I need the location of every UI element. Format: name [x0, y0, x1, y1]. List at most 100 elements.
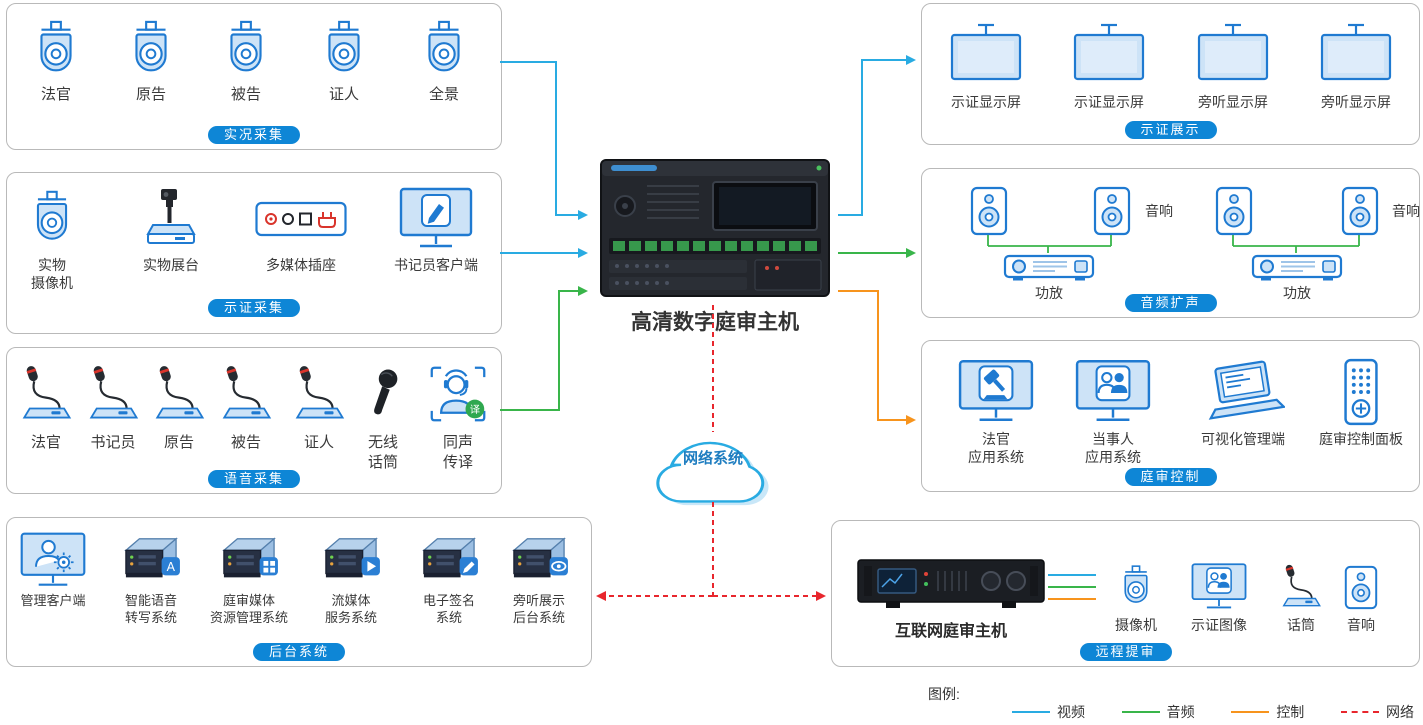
item-label: 示证图像 — [1191, 617, 1247, 633]
panel-remote-trial: 互联网庭审主机 摄像机 示证图像 话筒 音响 远程提审 — [831, 520, 1420, 667]
item-label: 庭审媒体 资源管理系统 — [209, 593, 288, 625]
speaker-icon — [1215, 186, 1253, 236]
legend-label: 控制 — [1276, 704, 1305, 720]
main-host-label: 高清数字庭审主机 — [631, 311, 799, 334]
item-remote-speaker: 音响 — [1326, 561, 1396, 634]
main-host-device — [595, 156, 835, 304]
panel-trial-control: 法官 应用系统 当事人 应用系统 可视化管理端 庭审控制面板 庭审控制 — [921, 340, 1420, 492]
legend-item-video: 视频 — [1012, 702, 1085, 722]
item-label: 无线 话筒 — [367, 434, 398, 471]
item-label: 实物展台 — [143, 257, 199, 273]
legend-label: 网络 — [1385, 704, 1414, 720]
item-mic-witness: 证人 — [289, 358, 349, 453]
item-label: 话筒 — [1287, 617, 1315, 633]
item-camera-defendant: 被告 — [214, 18, 278, 105]
interpreter-icon — [428, 364, 488, 424]
item-mic-plaintiff: 原告 — [149, 358, 209, 453]
panel-badge: 后台系统 — [252, 643, 346, 661]
media-socket-icon — [255, 199, 347, 239]
legend-label: 视频 — [1057, 704, 1085, 720]
legend-item-control: 控制 — [1231, 702, 1304, 722]
amplifier-label: 功放 — [1283, 285, 1311, 301]
panel-badge: 示证展示 — [1124, 121, 1217, 139]
legend-item-audio: 音频 — [1121, 702, 1195, 722]
panel-audio-amplification: 音响 功放 音响 功放 音频扩声 — [921, 168, 1420, 318]
panel-evidence-capture: 实物 摄像机 实物展台 多媒体插座 书记员客户端 示证采集 — [6, 172, 502, 334]
item-camera-judge: 法官 — [24, 18, 88, 105]
item-remote-mic: 话筒 — [1266, 561, 1336, 634]
legend-item-network: 网络 — [1340, 702, 1414, 722]
item-object-camera: 实物 摄像机 — [17, 185, 87, 292]
tv-screen-icon — [948, 23, 1024, 85]
item-label: 示证显示屏 — [1074, 94, 1144, 110]
dome-camera-icon — [215, 18, 277, 82]
item-label: 旁听显示屏 — [1198, 94, 1268, 110]
laptop-icon — [1201, 360, 1285, 424]
video-line-sample — [1012, 711, 1050, 713]
audience-server-icon — [508, 533, 570, 587]
gooseneck-mic-icon — [290, 362, 348, 426]
admin-monitor-icon — [19, 531, 87, 590]
item-label: 音响 — [1347, 617, 1375, 633]
legend: 视频 音频 控制 网络 — [1012, 702, 1414, 722]
dome-camera-icon — [413, 18, 475, 82]
speaker-label: 音响 — [1392, 203, 1420, 219]
item-label: 全景 — [428, 86, 459, 103]
panel-voice-capture: 法官 书记员 原告 被告 证人 无线 话筒 同声 传译 语音采集 — [6, 347, 502, 494]
people-monitor-icon — [1074, 358, 1152, 426]
control-panel-icon — [1338, 357, 1384, 427]
item-interpreter: 同声 传译 — [426, 358, 490, 472]
item-audience-screen-2: 旁听显示屏 — [1311, 18, 1401, 111]
rack-server-icon — [856, 557, 1046, 611]
panel-badge: 语音采集 — [207, 470, 301, 488]
handheld-mic-icon — [356, 363, 410, 425]
item-label: 当事人 应用系统 — [1085, 431, 1141, 466]
gooseneck-mic-icon — [17, 362, 75, 426]
item-media-mgmt-server: 庭审媒体 资源管理系统 — [201, 530, 297, 627]
item-label: 电子签名 系统 — [422, 593, 475, 625]
item-streaming-server: 流媒体 服务系统 — [303, 530, 399, 627]
host-server-icon — [600, 159, 830, 297]
item-mic-clerk: 书记员 — [83, 358, 143, 453]
item-doc-presenter: 实物展台 — [126, 185, 216, 274]
item-audience-server: 旁听展示 后台系统 — [491, 530, 587, 627]
item-esign-server: 电子签名 系统 — [401, 530, 497, 627]
item-label: 书记员 — [90, 434, 136, 451]
item-label: 书记员客户端 — [394, 257, 478, 273]
item-label: 被告 — [230, 86, 261, 103]
gooseneck-mic-icon — [1278, 562, 1324, 612]
item-label: 法官 应用系统 — [968, 431, 1024, 466]
remote-host-label: 互联网庭审主机 — [894, 623, 1007, 640]
item-remote-camera: 摄像机 — [1101, 561, 1171, 634]
tv-screen-icon — [1071, 23, 1147, 85]
amplifier-icon — [1003, 253, 1095, 283]
item-camera-plaintiff: 原告 — [119, 18, 183, 105]
item-evidence-screen-2: 示证显示屏 — [1064, 18, 1154, 111]
panel-evidence-display: 示证显示屏 示证显示屏 旁听显示屏 旁听显示屏 示证展示 — [921, 3, 1420, 145]
dome-camera-icon — [1113, 563, 1159, 611]
panel-badge: 音频扩声 — [1124, 294, 1217, 312]
dome-camera-icon — [22, 188, 82, 250]
speaker-icon — [1344, 565, 1378, 610]
item-label: 多媒体插座 — [266, 257, 336, 273]
item-label: 旁听显示屏 — [1321, 94, 1391, 110]
video-line-live-to-host — [500, 61, 588, 220]
item-camera-panorama: 全景 — [412, 18, 476, 105]
dome-camera-icon — [120, 18, 182, 82]
clerk-monitor-icon — [398, 186, 474, 252]
gooseneck-mic-icon — [217, 362, 275, 426]
doc-presenter-icon — [139, 187, 203, 251]
audio-line-voice-to-host — [500, 286, 588, 411]
panel-live-capture: 法官 原告 被告 证人 全景 实况采集 — [6, 3, 502, 150]
item-label: 流媒体 服务系统 — [324, 593, 377, 625]
speaker-label: 音响 — [1145, 203, 1173, 219]
item-judge-app: 法官 应用系统 — [941, 357, 1051, 466]
panel-badge: 实况采集 — [207, 126, 301, 144]
network-line-sample — [1340, 711, 1379, 713]
item-visual-mgmt: 可视化管理端 — [1188, 357, 1298, 448]
item-wireless-mic: 无线 话筒 — [351, 358, 415, 472]
video-line-host-to-display — [838, 55, 916, 216]
panel-badge: 远程提审 — [1079, 643, 1172, 661]
item-camera-witness: 证人 — [312, 18, 376, 105]
